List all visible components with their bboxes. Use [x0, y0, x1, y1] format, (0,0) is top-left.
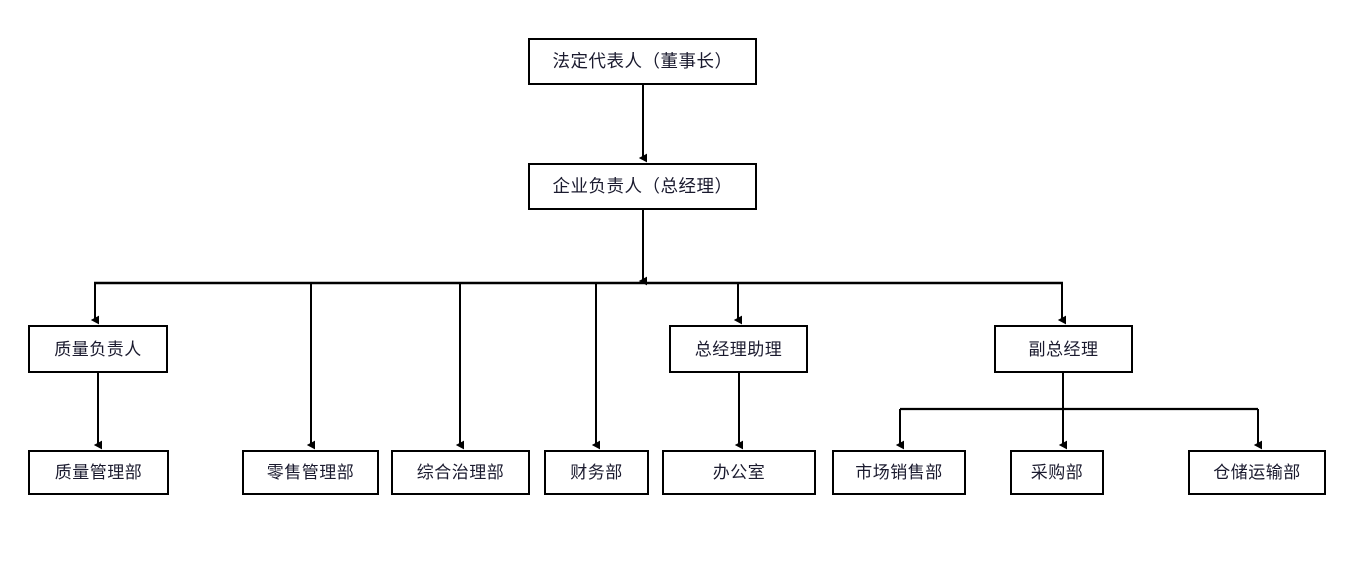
- node-deputy-gm[interactable]: 副总经理: [994, 325, 1133, 373]
- node-general-manager[interactable]: 企业负责人（总经理）: [528, 163, 757, 210]
- node-general-governance-dept[interactable]: 综合治理部: [391, 450, 530, 495]
- node-label: 财务部: [570, 463, 623, 482]
- node-warehouse-transport-dept[interactable]: 仓储运输部: [1188, 450, 1326, 495]
- node-label: 综合治理部: [416, 463, 505, 482]
- node-quality-management-dept[interactable]: 质量管理部: [28, 450, 169, 495]
- node-label: 零售管理部: [266, 463, 355, 482]
- node-label: 市场销售部: [855, 463, 943, 482]
- node-label: 仓储运输部: [1213, 463, 1301, 482]
- node-label: 总经理助理: [694, 339, 783, 359]
- node-finance-dept[interactable]: 财务部: [544, 450, 649, 495]
- node-label: 办公室: [712, 463, 766, 482]
- node-legal-representative[interactable]: 法定代表人（董事长）: [528, 38, 757, 85]
- node-gm-assistant[interactable]: 总经理助理: [669, 325, 808, 373]
- node-label: 质量负责人: [54, 339, 142, 359]
- node-office[interactable]: 办公室: [662, 450, 816, 495]
- node-label: 法定代表人（董事长）: [552, 50, 733, 71]
- node-retail-management-dept[interactable]: 零售管理部: [242, 450, 379, 495]
- node-label: 质量管理部: [54, 463, 143, 482]
- node-label: 企业负责人（总经理）: [552, 175, 733, 196]
- node-quality-officer[interactable]: 质量负责人: [28, 325, 168, 373]
- node-label: 采购部: [1030, 463, 1084, 482]
- node-label: 副总经理: [1028, 339, 1099, 359]
- node-purchasing-dept[interactable]: 采购部: [1010, 450, 1104, 495]
- node-marketing-sales-dept[interactable]: 市场销售部: [832, 450, 966, 495]
